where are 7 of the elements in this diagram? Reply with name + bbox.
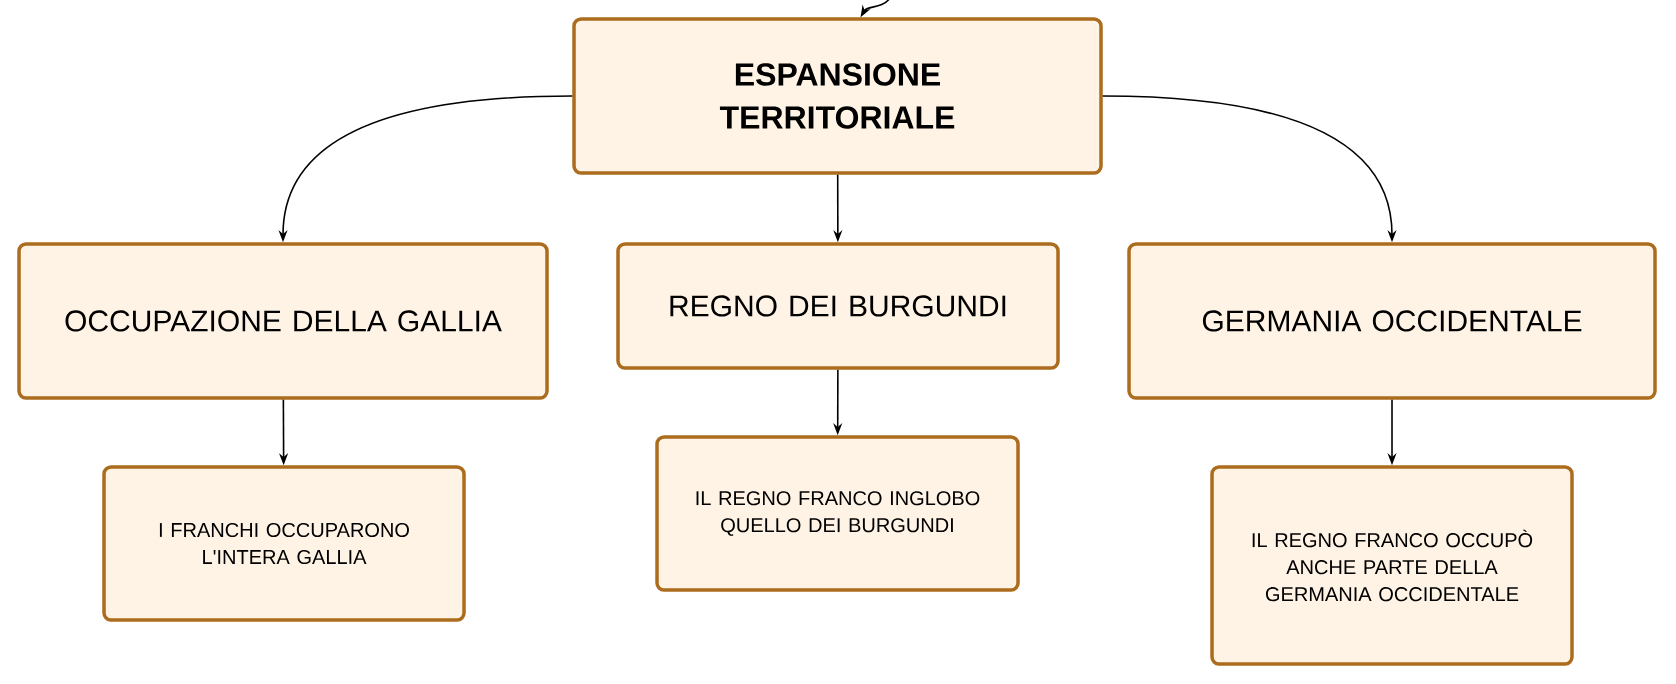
subtopic-box: REGNO DEI BURGUNDI — [616, 242, 1060, 370]
detail-box: IL REGNO FRANCO INGLOBO QUELLO DEI BURGUNDI — [655, 435, 1020, 592]
detail-box: I FRANCHI OCCUPARONO L'INTERA GALLIA — [102, 465, 466, 622]
topic-box: ESPANSIONE TERRITORIALE — [572, 17, 1103, 175]
subtopic-box: GERMANIA OCCIDENTALE — [1127, 242, 1657, 400]
subtopic-box: OCCUPAZIONE DELLA GALLIA — [17, 242, 549, 400]
detail-box: IL REGNO FRANCO OCCUPÒ ANCHE PARTE DELLA GERMANIA OCCIDENTALE — [1210, 465, 1574, 666]
